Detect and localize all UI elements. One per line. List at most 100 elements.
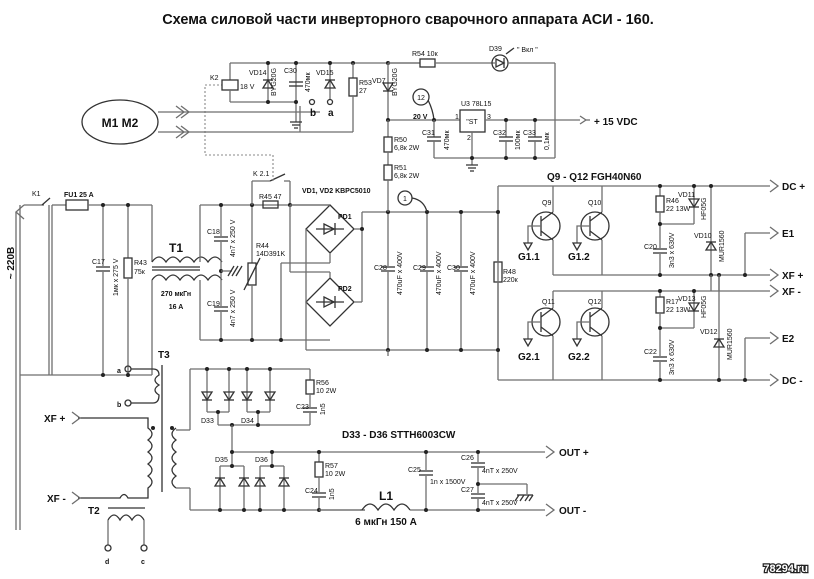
- svg-text:b: b: [310, 108, 316, 119]
- svg-text:VD13: VD13: [678, 296, 696, 303]
- svg-text:Q12: Q12: [588, 299, 601, 306]
- terminal-dc-plus: DC +: [782, 182, 805, 193]
- t3-xf-plus: XF +: [44, 414, 66, 425]
- igbt-q11: Q11 G2.1: [518, 291, 561, 380]
- svg-text:1n x 1500V: 1n x 1500V: [430, 479, 466, 486]
- svg-text:C32: C32: [493, 130, 506, 137]
- svg-text:R46: R46: [666, 198, 679, 205]
- svg-text:470uF x 400V: 470uF x 400V: [470, 251, 477, 295]
- svg-text:HF05G: HF05G: [701, 295, 708, 318]
- svg-text:D34: D34: [241, 418, 254, 425]
- svg-text:Q9: Q9: [542, 200, 551, 207]
- current-transformer-t2: T2 d c: [88, 506, 148, 566]
- svg-text:D33: D33: [201, 418, 214, 425]
- rectifier-label: VD1, VD2 KBPC5010: [302, 188, 371, 195]
- terminal-e1: E1: [782, 229, 795, 240]
- svg-text:3n3 x 630V: 3n3 x 630V: [669, 339, 676, 375]
- svg-text:22 13W: 22 13W: [666, 307, 691, 314]
- fan-m1m2: M1 M2: [81, 99, 320, 145]
- igbt-q9: Q9 G1.1: [518, 186, 561, 275]
- svg-text:1n5: 1n5: [329, 488, 336, 500]
- t1-choke: T1 270 мкГн 16 A: [151, 205, 223, 375]
- svg-text:VD11: VD11: [678, 192, 695, 199]
- terminal-out-plus: OUT +: [559, 448, 589, 459]
- terminal-xf-minus: XF -: [782, 287, 801, 298]
- svg-text:Q10: Q10: [588, 200, 601, 207]
- svg-text:470uF x 400V: 470uF x 400V: [397, 251, 404, 295]
- svg-text:C19: C19: [207, 301, 220, 308]
- svg-text:14D391K: 14D391K: [256, 251, 286, 258]
- svg-text:270 мкГн: 270 мкГн: [161, 291, 191, 298]
- svg-text:4n7 x 250 V: 4n7 x 250 V: [230, 289, 237, 327]
- freewheel-vd10: VD10 MUR1560: [694, 184, 726, 275]
- out-15vdc-label: + 15 VDC: [594, 117, 638, 128]
- svg-text:3n3 x 630V: 3n3 x 630V: [669, 232, 676, 268]
- bridge-pd2: PD2: [305, 277, 355, 327]
- svg-text:b: b: [117, 402, 121, 409]
- transformer-t3: a b XF + XF -: [44, 365, 190, 505]
- svg-text:" Вкл ": " Вкл ": [517, 47, 538, 54]
- svg-text:"ST: "ST: [466, 119, 478, 126]
- svg-text:R43: R43: [134, 260, 147, 267]
- output-filter: R57 10 2W C24 1n5 L1 6 мкГн 150 A C25 1n…: [305, 445, 589, 528]
- c17-capacitor: C17 1мк x 275 V: [92, 203, 120, 377]
- bulk-capacitors: C28 C29 C30 470uF x 400V 470uF x 400V 47…: [374, 190, 477, 356]
- svg-text:1мк x 275 V: 1мк x 275 V: [113, 258, 120, 296]
- svg-text:d: d: [105, 559, 109, 566]
- svg-text:Q11: Q11: [542, 299, 555, 306]
- r45-k21-softstart: K 2.1 R45 47: [251, 171, 292, 209]
- svg-text:C17: C17: [92, 259, 105, 266]
- svg-text:27: 27: [359, 88, 367, 95]
- svg-text:100мк: 100мк: [515, 130, 522, 150]
- svg-text:VD7: VD7: [372, 78, 386, 85]
- aux-regulator: VD7 BYG20G R54 10к D39 " Вкл " 12 20 V "…: [372, 46, 638, 212]
- svg-text:C26: C26: [461, 455, 474, 462]
- svg-text:D39: D39: [489, 46, 502, 53]
- svg-text:C24: C24: [305, 488, 318, 495]
- svg-text:4n7 x 250 V: 4n7 x 250 V: [230, 219, 237, 257]
- svg-text:R53: R53: [359, 80, 372, 87]
- output-diodes-label: D33 - D36 STTH6003CW: [342, 430, 456, 441]
- switch-k1-label: K1: [32, 191, 41, 198]
- terminal-out-minus: OUT -: [559, 506, 586, 517]
- svg-text:3: 3: [487, 114, 491, 121]
- svg-text:10 2W: 10 2W: [316, 388, 337, 395]
- svg-text:C27: C27: [461, 487, 474, 494]
- svg-text:C23: C23: [296, 404, 309, 411]
- svg-text:C20: C20: [644, 244, 657, 251]
- svg-text:470мк: 470мк: [305, 72, 312, 92]
- inverter-terminals: DC + E1 XF + XF - E2 DC -: [743, 179, 805, 387]
- svg-text:1n5: 1n5: [320, 403, 327, 415]
- gate-g11: G1.1: [518, 252, 540, 263]
- svg-text:D35: D35: [215, 457, 228, 464]
- svg-text:T1: T1: [169, 241, 183, 255]
- svg-text:470мк: 470мк: [444, 130, 451, 150]
- svg-text:R48: R48: [503, 269, 516, 276]
- terminal-e2: E2: [782, 334, 795, 345]
- svg-text:C25: C25: [408, 467, 421, 474]
- svg-text:BYG20G: BYG20G: [392, 68, 399, 96]
- igbt-q10: Q10 G1.2: [568, 186, 610, 275]
- gate-g12: G1.2: [568, 252, 590, 263]
- terminal-dc-minus: DC -: [782, 376, 803, 387]
- svg-text:K 2.1: K 2.1: [253, 171, 269, 178]
- svg-text:MUR1560: MUR1560: [727, 328, 734, 360]
- svg-text:470uF x 400V: 470uF x 400V: [436, 251, 443, 295]
- diagram-title: Схема силовой части инверторного сварочн…: [162, 12, 654, 28]
- svg-text:12: 12: [417, 95, 425, 102]
- svg-text:c: c: [141, 559, 145, 566]
- gate-g22: G2.2: [568, 352, 590, 363]
- svg-text:PD2: PD2: [338, 286, 352, 293]
- svg-text:6,8к 2W: 6,8к 2W: [394, 145, 420, 152]
- svg-text:1: 1: [403, 196, 407, 203]
- svg-text:C30: C30: [447, 265, 460, 272]
- fuse-label: FU1 25 A: [64, 192, 94, 199]
- svg-text:C33: C33: [523, 130, 536, 137]
- svg-text:R57: R57: [325, 463, 338, 470]
- svg-text:R51: R51: [394, 165, 407, 172]
- svg-text:VD12: VD12: [700, 329, 718, 336]
- svg-text:D36: D36: [255, 457, 268, 464]
- watermark: 78294.ru: [763, 563, 808, 575]
- svg-text:VD10: VD10: [694, 233, 712, 240]
